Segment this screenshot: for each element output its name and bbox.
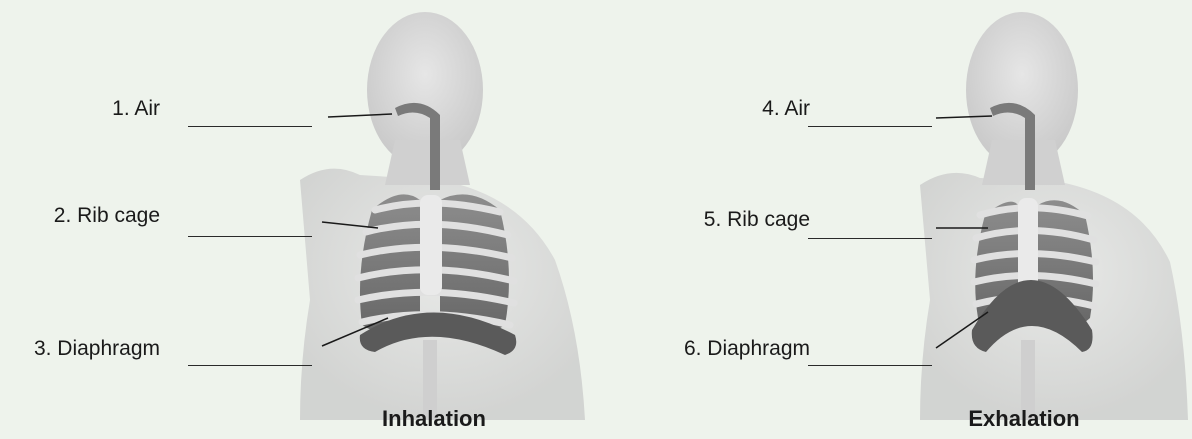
label-rib-cage-5: 5. Rib cage bbox=[704, 208, 810, 232]
neck bbox=[385, 140, 470, 185]
label-air-1: 1. Air bbox=[112, 97, 160, 121]
sternum bbox=[420, 195, 442, 295]
inhalation-panel: 1. Air 2. Rib cage 3. Diaphragm Inhalati… bbox=[0, 0, 596, 439]
answer-blank-1[interactable] bbox=[188, 126, 312, 127]
answer-blank-3[interactable] bbox=[188, 365, 312, 366]
answer-blank-5[interactable] bbox=[808, 238, 932, 239]
sternum bbox=[1018, 198, 1038, 293]
answer-blank-2[interactable] bbox=[188, 236, 312, 237]
label-air-4: 4. Air bbox=[762, 97, 810, 121]
label-rib-cage-2: 2. Rib cage bbox=[54, 204, 160, 228]
answer-blank-4[interactable] bbox=[808, 126, 932, 127]
answer-blank-6[interactable] bbox=[808, 365, 932, 366]
caption-exhalation: Exhalation bbox=[924, 406, 1124, 432]
label-diaphragm-6: 6. Diaphragm bbox=[684, 337, 810, 361]
exhalation-panel: 4. Air 5. Rib cage 6. Diaphragm Exhalati… bbox=[620, 0, 1192, 439]
label-diaphragm-3: 3. Diaphragm bbox=[34, 337, 160, 361]
neck bbox=[982, 140, 1065, 185]
caption-inhalation: Inhalation bbox=[334, 406, 534, 432]
